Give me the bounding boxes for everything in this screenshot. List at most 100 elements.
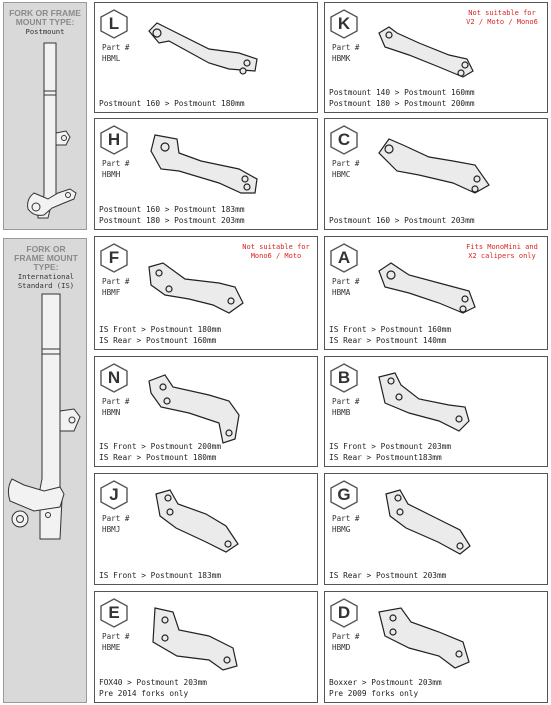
badge-letter: H — [107, 130, 121, 149]
part-label: Part # — [102, 632, 130, 641]
description-line: IS Front > Postmount 160mm — [329, 325, 452, 334]
hexagon-icon — [100, 363, 128, 393]
description-line: IS Rear > Postmount 180mm — [99, 453, 217, 462]
section-subtitle: International Standard (IS) — [17, 272, 75, 290]
description-line: IS Front > Postmount 203mm — [329, 442, 452, 451]
hexagon-icon — [330, 125, 358, 155]
postmount-section-panel: FORK OR FRAME MOUNT TYPE: Postmount — [3, 2, 87, 230]
hexagon-icon — [100, 598, 128, 628]
description-line: Postmount 160 > Postmount 183mm — [99, 205, 245, 214]
part-label: Part # — [332, 43, 360, 52]
part-label: Part # — [332, 397, 360, 406]
letter-badge: B — [329, 363, 359, 393]
hexagon-icon — [330, 243, 358, 273]
part-code: HBMH — [102, 170, 121, 179]
hexagon-icon — [100, 243, 128, 273]
adapter-description: IS Front > Postmount 160mm IS Rear > Post… — [329, 324, 451, 346]
description-line: IS Rear > Postmount 140mm — [329, 336, 447, 345]
badge-letter: F — [108, 248, 120, 267]
part-label: Part # — [102, 514, 130, 523]
part-code: HBMG — [332, 525, 351, 534]
badge-letter: A — [337, 248, 351, 267]
hexagon-icon — [100, 480, 128, 510]
part-label: Part # — [102, 397, 130, 406]
part-label: Part # — [332, 514, 360, 523]
adapter-description: Postmount 160 > Postmount 180mm — [99, 98, 245, 109]
compatibility-note: Not suitable for Mono6 / Moto — [242, 243, 310, 260]
letter-badge: A — [329, 243, 359, 273]
part-card-hbmk: K Part # HBMK Not suitable for V2 / Moto / … — [324, 2, 548, 113]
description-line: IS Front > Postmount 180mm — [99, 325, 222, 334]
part-code: HBMK — [332, 54, 351, 63]
description-line: IS Front > Postmount 200mm — [99, 442, 222, 451]
badge-letter: E — [108, 603, 120, 622]
badge-letter: G — [337, 485, 351, 504]
description-line: IS Front > Postmount 183mm — [99, 571, 222, 580]
part-code: HBMD — [332, 643, 351, 652]
badge-letter: N — [107, 368, 121, 387]
letter-badge: H — [99, 125, 129, 155]
compatibility-note: Not suitable for V2 / Moto / Mono6 — [466, 9, 538, 26]
postmount-fork-illustration — [27, 42, 77, 219]
part-code: HBMA — [332, 288, 351, 297]
part-code: HBMJ — [102, 525, 121, 534]
part-card-hbma: A Part # HBMA Fits MonoMini and X2 calipers… — [324, 236, 548, 350]
letter-badge: K — [329, 9, 359, 39]
description-line: IS Rear > Postmount 203mm — [329, 571, 447, 580]
description-line: Pre 2014 forks only — [99, 689, 189, 698]
adapter-bracket-illustration — [378, 372, 470, 432]
hexagon-icon — [330, 363, 358, 393]
description-line: FOX40 > Postmount 203mm — [99, 678, 207, 687]
hexagon-icon — [330, 598, 358, 628]
description-line: Pre 2009 forks only — [329, 689, 419, 698]
adapter-bracket-illustration — [378, 26, 474, 78]
part-label: Part # — [332, 632, 360, 641]
adapter-bracket-illustration — [385, 489, 471, 555]
adapter-bracket-illustration — [378, 138, 490, 194]
hexagon-icon — [100, 9, 128, 39]
section-title: FORK OR FRAME MOUNT TYPE: — [9, 8, 81, 27]
part-card-hbmg: G Part # HBMG IS Rear > Postmount 203mm — [324, 473, 548, 585]
adapter-description: IS Rear > Postmount 203mm — [329, 570, 446, 581]
part-code: HBMN — [102, 408, 121, 417]
adapter-description: IS Front > Postmount 183mm — [99, 570, 221, 581]
is-fork-illustration — [7, 293, 81, 540]
letter-badge: L — [99, 9, 129, 39]
compatibility-note: Fits MonoMini and X2 calipers only — [466, 243, 538, 260]
badge-letter: B — [337, 368, 351, 387]
is-section-panel: FORK OR FRAME MOUNT TYPE: International … — [3, 238, 87, 703]
description-line: Postmount 160 > Postmount 203mm — [329, 216, 475, 225]
badge-letter: K — [337, 14, 351, 33]
part-label: Part # — [102, 43, 130, 52]
adapter-description: IS Front > Postmount 200mm IS Rear > Post… — [99, 441, 221, 463]
adapter-bracket-illustration — [150, 134, 258, 194]
adapter-bracket-illustration — [152, 607, 238, 671]
part-label: Part # — [332, 277, 360, 286]
adapter-bracket-illustration — [378, 262, 476, 314]
description-line: Postmount 180 > Postmount 203mm — [99, 216, 245, 225]
description-line: Postmount 160 > Postmount 180mm — [99, 99, 245, 108]
letter-badge: F — [99, 243, 129, 273]
letter-badge: D — [329, 598, 359, 628]
badge-letter: J — [109, 485, 119, 504]
badge-letter: L — [108, 14, 120, 33]
letter-badge: J — [99, 480, 129, 510]
letter-badge: C — [329, 125, 359, 155]
section-subtitle: Postmount — [25, 27, 65, 36]
adapter-bracket-illustration — [148, 374, 240, 444]
part-code: HBMB — [332, 408, 351, 417]
hexagon-icon — [330, 9, 358, 39]
part-label: Part # — [332, 159, 360, 168]
badge-letter: C — [337, 130, 351, 149]
